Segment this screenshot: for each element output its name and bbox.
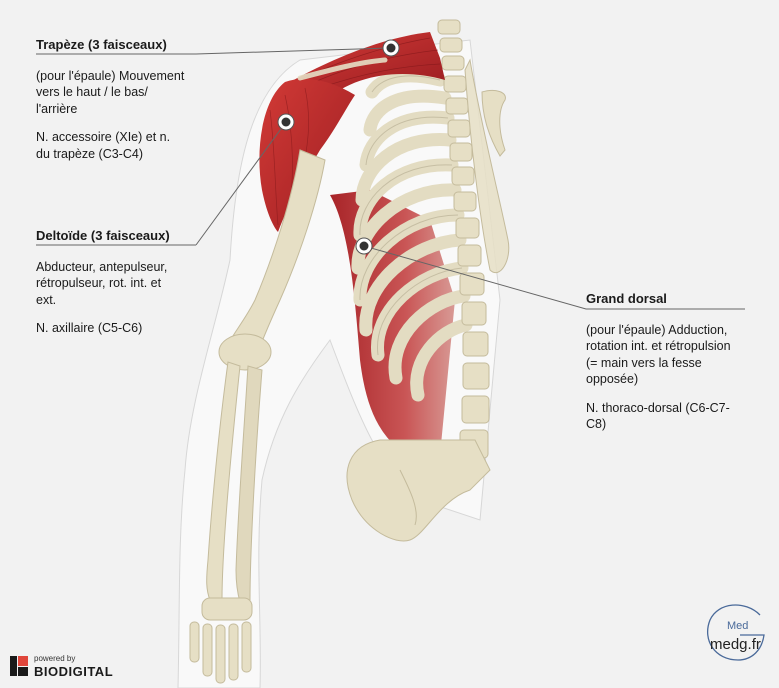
grand-dorsal-nerve-line-2: C8): [586, 417, 607, 431]
deltoide-label: Deltoïde (3 faisceaux) Abducteur, antepu…: [36, 228, 196, 337]
medg-logo-icon: [707, 604, 765, 661]
grand-dorsal-nerve-line-1: N. thoraco-dorsal (C6-C7-: [586, 400, 730, 415]
right-scapula-bone: [464, 58, 510, 273]
deltoide-nerve-line-1: N. axillaire (C5-C6): [36, 321, 143, 335]
hand-bones: [189, 597, 253, 684]
medg-mark-text: Med: [727, 620, 749, 632]
grand-dorsal-action-line-3: (= main vers la fesse: [586, 355, 702, 370]
biodigital-wordmark: BIODIGITAL: [34, 664, 114, 679]
grand-dorsal-action-line-4: opposée): [586, 372, 639, 386]
trapeze-action-line-3: l'arrière: [36, 101, 78, 116]
leader-lines: [195, 47, 745, 310]
grand-dorsal-action-line-2: rotation int. et rétropulsion: [586, 339, 731, 353]
grand-dorsal-action-line-1: (pour l'épaule) Adduction,: [586, 322, 728, 337]
radius-bone: [206, 361, 241, 601]
ulna-bone: [235, 365, 263, 603]
deltoide-marker[interactable]: [277, 113, 295, 131]
skin-silhouette: [177, 39, 501, 688]
trapeze-label: Trapèze (3 faisceaux) (pour l'épaule) Mo…: [36, 37, 206, 162]
trapeze-nerve-line-2: du trapèze (C3-C4): [36, 146, 143, 161]
grand-dorsal-marker[interactable]: [355, 237, 373, 255]
trapeze-leader-line: [195, 47, 391, 55]
pelvis-bone: [346, 439, 491, 542]
grand-dorsal-leader-line: [363, 245, 745, 310]
trapeze-action-line-1: (pour l'épaule) Mouvement: [36, 68, 185, 83]
trapeze-marker[interactable]: [382, 39, 400, 57]
deltoide-title: Deltoïde (3 faisceaux): [36, 228, 170, 243]
elbow-joint: [218, 333, 272, 371]
deltoide-leader-line: [195, 121, 287, 246]
right-clavicle-bone: [481, 89, 506, 157]
deltoide-action-line-2: rétropulseur, rot. int. et: [36, 276, 162, 290]
biodigital-logo-icon: [10, 656, 28, 676]
grand-dorsal-label: Grand dorsal (pour l'épaule) Adduction, …: [586, 291, 761, 433]
deltoide-action-line-1: Abducteur, antepulseur,: [36, 259, 168, 274]
deltoide-action-line-3: ext.: [36, 292, 57, 307]
trapeze-nerve-line-1: N. accessoire (XIe) et n.: [36, 130, 171, 144]
medg-site-text: medg.fr: [710, 636, 761, 653]
trapeze-action-line-2: vers le haut / le bas/: [36, 85, 148, 99]
grand-dorsal-title: Grand dorsal: [586, 291, 667, 306]
trapeze-title: Trapèze (3 faisceaux): [36, 37, 167, 52]
medg-branding[interactable]: Med medg.fr: [700, 600, 770, 680]
powered-by-text: powered by: [34, 654, 76, 663]
